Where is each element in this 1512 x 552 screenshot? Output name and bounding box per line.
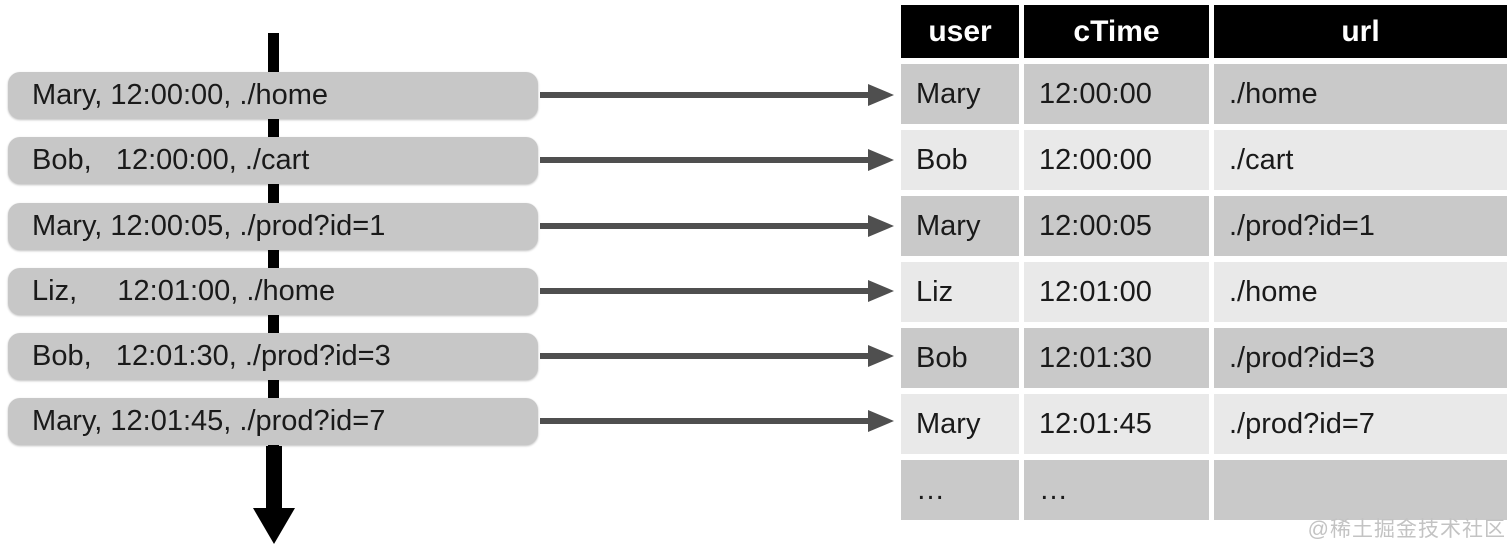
log-event-text: Liz, 12:01:00, ./home <box>32 275 336 307</box>
cell-user: Mary <box>901 196 1019 256</box>
log-event-text: Mary, 12:01:45, ./prod?id=7 <box>32 405 386 437</box>
arrow-head <box>868 215 894 237</box>
cell-url: ./prod?id=7 <box>1214 394 1507 454</box>
cell-ctime: 12:00:05 <box>1024 196 1209 256</box>
arrow-head <box>868 410 894 432</box>
log-event-box: Bob, 12:00:00, ./cart <box>8 137 538 184</box>
cell-ctime: 12:01:00 <box>1024 262 1209 322</box>
arrow-head <box>868 84 894 106</box>
cell-url: ./cart <box>1214 130 1507 190</box>
timeline-arrow-shaft-icon <box>266 446 282 508</box>
arrow-shaft <box>540 157 868 163</box>
cell-url: ./home <box>1214 262 1507 322</box>
arrow-shaft <box>540 223 868 229</box>
log-event-box: Liz, 12:01:00, ./home <box>8 268 538 315</box>
cell-user: Bob <box>901 328 1019 388</box>
cell-ctime: 12:00:00 <box>1024 64 1209 124</box>
log-event-text: Bob, 12:01:30, ./prod?id=3 <box>32 340 391 372</box>
arrow-head <box>868 345 894 367</box>
events-table: user cTime url Mary 12:00:00 ./home Bob … <box>901 5 1507 520</box>
cell-url: ./prod?id=3 <box>1214 328 1507 388</box>
cell-user: Mary <box>901 64 1019 124</box>
cell-url: ./home <box>1214 64 1507 124</box>
arrow-shaft <box>540 288 868 294</box>
arrow-shaft <box>540 418 868 424</box>
column-header-ctime: cTime <box>1024 5 1209 58</box>
cell-user: Liz <box>901 262 1019 322</box>
log-event-box: Mary, 12:00:05, ./prod?id=1 <box>8 203 538 250</box>
log-event-text: Mary, 12:00:00, ./home <box>32 79 329 111</box>
cell-user: Bob <box>901 130 1019 190</box>
watermark-text: @稀土掘金技术社区 <box>1307 518 1506 541</box>
cell-ctime: 12:00:00 <box>1024 130 1209 190</box>
cell-ctime: … <box>1024 460 1209 520</box>
arrow-shaft <box>540 353 868 359</box>
column-header-url: url <box>1214 5 1507 58</box>
arrow-head <box>868 280 894 302</box>
arrow-head <box>868 149 894 171</box>
arrow-shaft <box>540 92 868 98</box>
log-event-text: Mary, 12:00:05, ./prod?id=1 <box>32 210 386 242</box>
log-event-text: Bob, 12:00:00, ./cart <box>32 144 310 176</box>
cell-user: … <box>901 460 1019 520</box>
log-event-box: Mary, 12:00:00, ./home <box>8 72 538 119</box>
column-header-user: user <box>901 5 1019 58</box>
cell-url: ./prod?id=1 <box>1214 196 1507 256</box>
cell-url <box>1214 460 1507 520</box>
log-event-box: Mary, 12:01:45, ./prod?id=7 <box>8 398 538 445</box>
cell-user: Mary <box>901 394 1019 454</box>
cell-ctime: 12:01:30 <box>1024 328 1209 388</box>
timeline-arrow-down-icon <box>253 508 295 544</box>
log-event-box: Bob, 12:01:30, ./prod?id=3 <box>8 333 538 380</box>
cell-ctime: 12:01:45 <box>1024 394 1209 454</box>
